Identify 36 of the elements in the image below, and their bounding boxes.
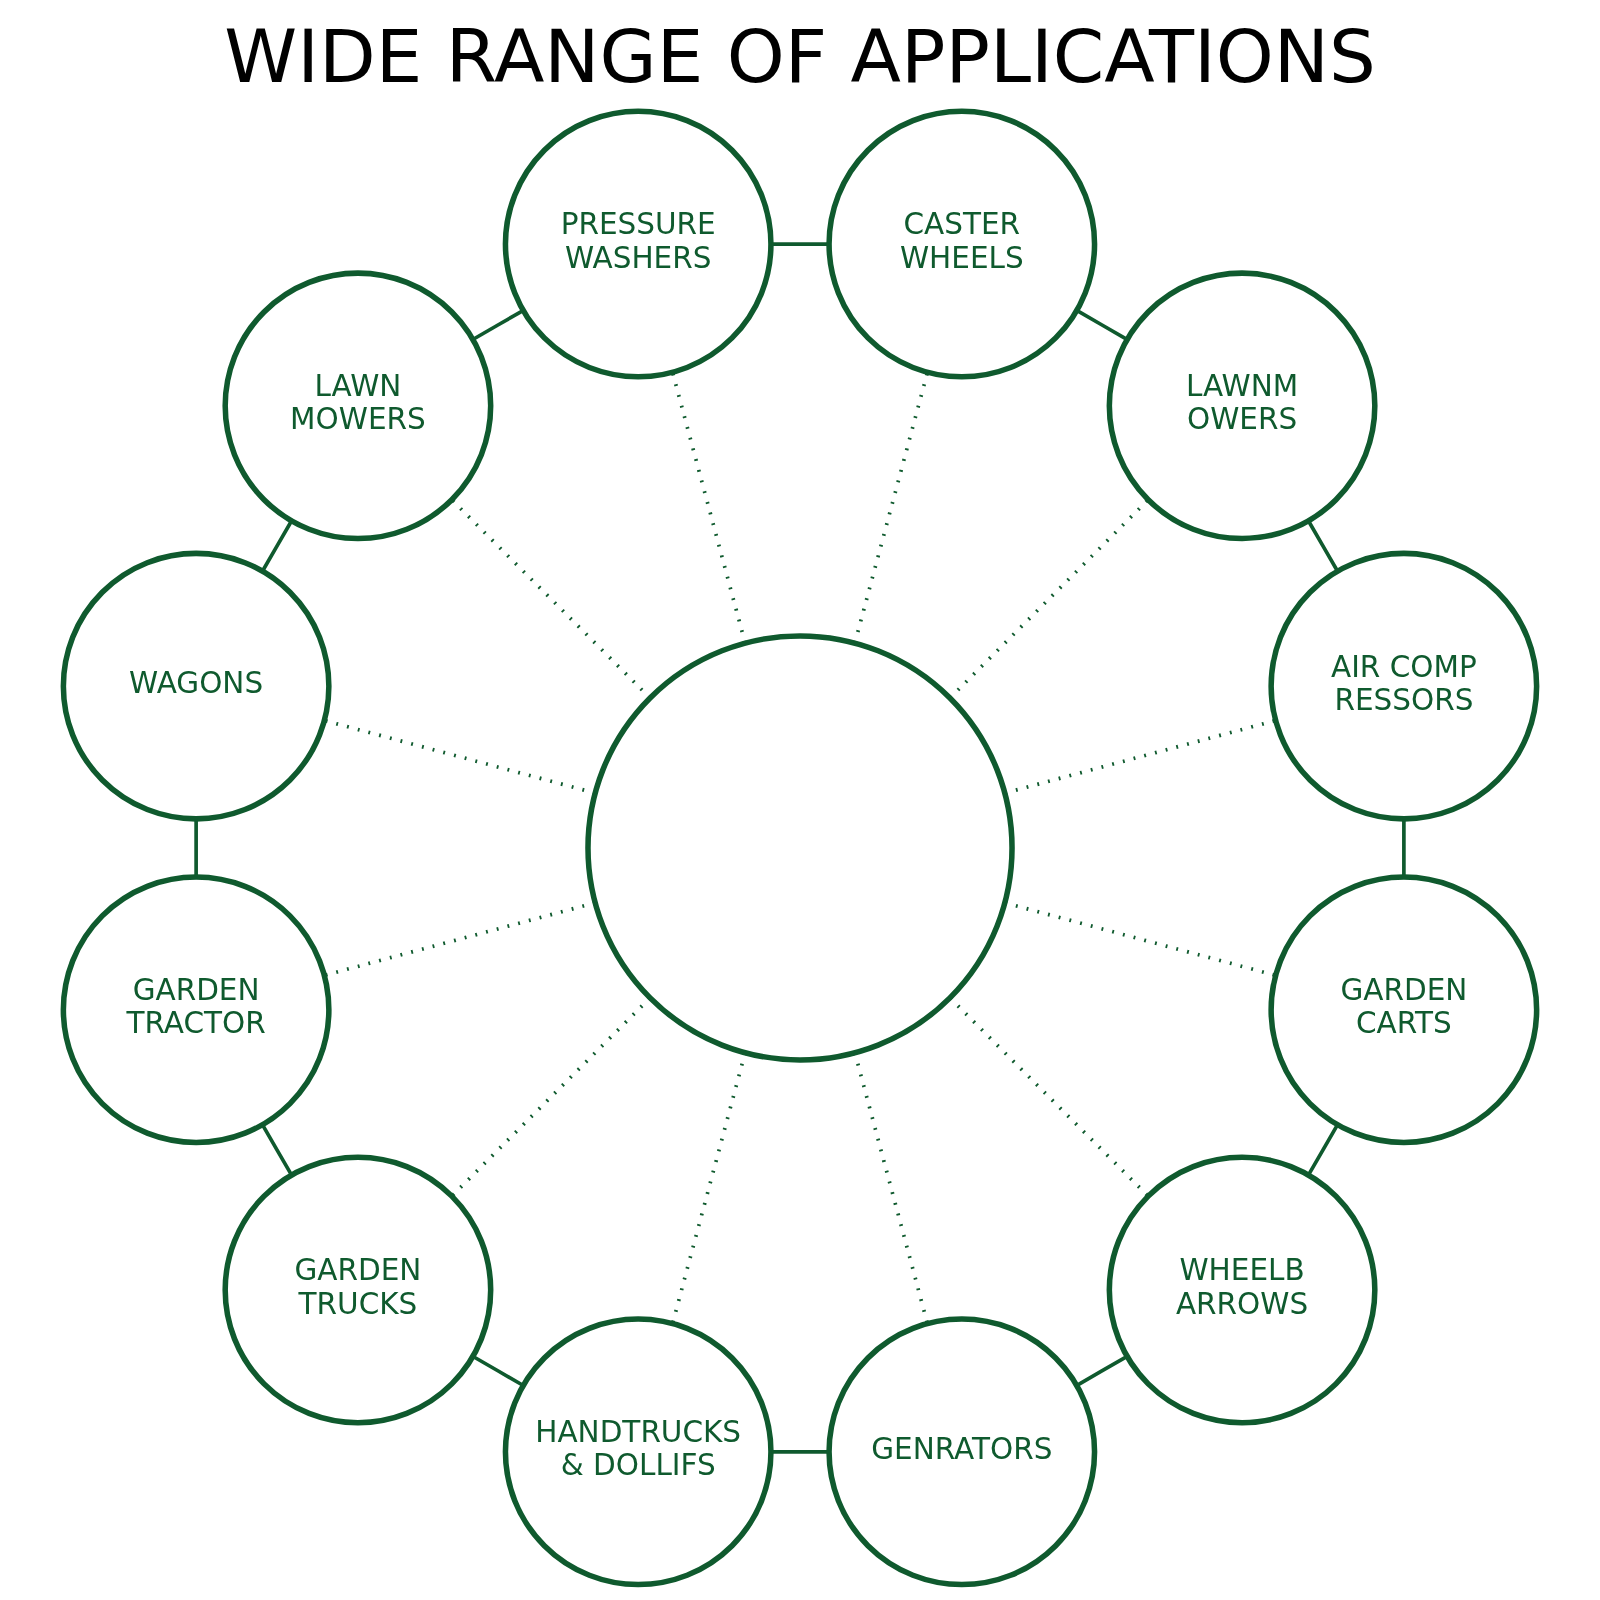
connector (451, 996, 651, 1197)
connector (194, 819, 198, 877)
connector (771, 242, 829, 246)
connector (261, 520, 293, 572)
connector (853, 372, 929, 644)
node-circle: WHEELB ARROWS (1106, 1154, 1378, 1426)
connector (324, 718, 596, 795)
connector (949, 996, 1149, 1197)
diagram-title: WIDE RANGE OF APPLICATIONS (224, 13, 1376, 99)
connector (324, 901, 596, 977)
connector (671, 372, 747, 644)
connector (261, 1124, 293, 1176)
connector (1076, 309, 1128, 341)
node-circle: GARDEN CARTS (1268, 874, 1540, 1146)
node-circle: HANDTRUCKS & DOLLIFS (502, 1316, 774, 1588)
connector (671, 1052, 747, 1324)
connector (1307, 1124, 1339, 1176)
connector (1004, 718, 1276, 795)
connector (1307, 520, 1339, 572)
connector (771, 1449, 829, 1454)
node-circle: GARDEN TRACTOR (60, 874, 332, 1146)
connector (853, 1052, 929, 1324)
node-circle (585, 633, 1015, 1063)
node-circle: AIR COMP RESSORS (1268, 550, 1540, 822)
node-circle: PRESSURE WASHERS (502, 108, 774, 380)
node-circle: LAWN MOWERS (222, 270, 494, 542)
node-circle: CASTER WHEELS (826, 108, 1098, 380)
connector (472, 1355, 524, 1387)
node-circle: GARDEN TRUCKS (222, 1154, 494, 1426)
node-circle: LAWNM OWERS (1106, 270, 1378, 542)
connector (1402, 819, 1406, 877)
node-circle: GENRATORS (826, 1316, 1098, 1588)
connector (1004, 901, 1276, 977)
connector (472, 309, 524, 341)
node-circle: WAGONS (60, 550, 332, 822)
connector (1076, 1355, 1128, 1387)
